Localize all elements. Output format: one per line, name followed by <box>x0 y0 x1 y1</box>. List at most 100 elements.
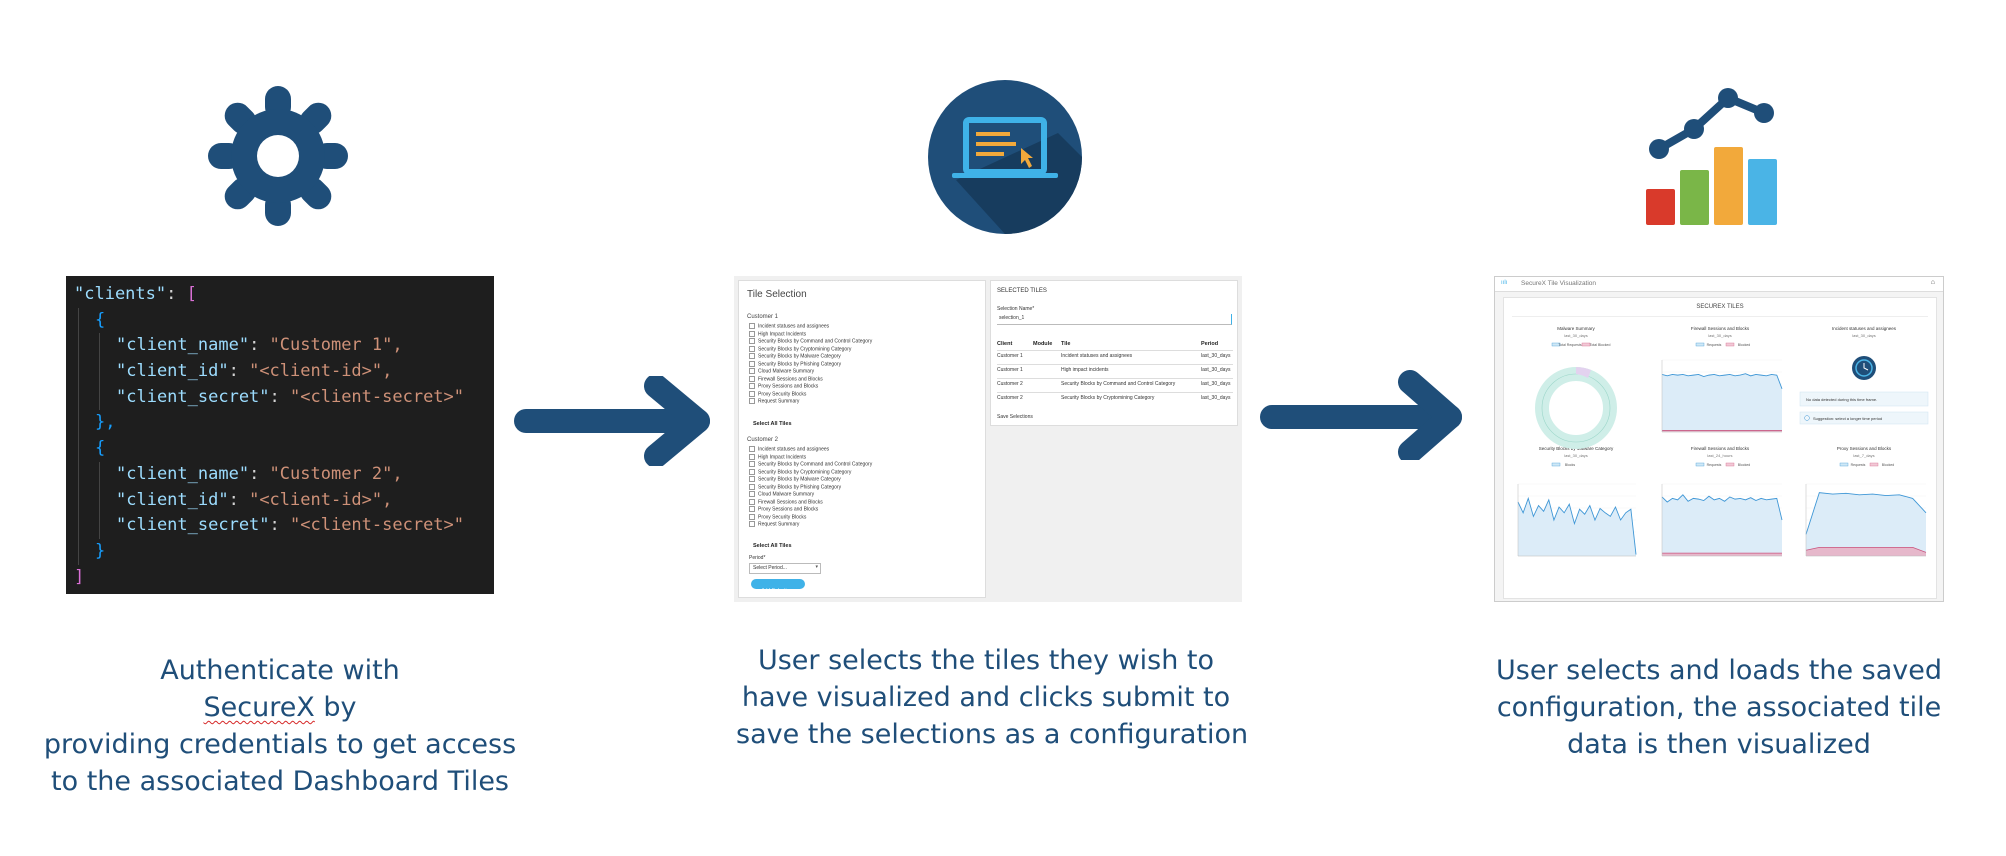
cisco-logo-icon: ıılı <box>1501 280 1508 286</box>
checkbox[interactable] <box>749 461 755 468</box>
code-line: "client_secret": "<client-secret>" <box>74 384 494 411</box>
json-key: "client_id" <box>116 489 229 510</box>
checkbox[interactable] <box>749 506 755 513</box>
checkbox[interactable] <box>749 446 755 452</box>
legend-swatch <box>1551 462 1561 467</box>
checkbox[interactable] <box>749 521 755 528</box>
tile-label: Incident statuses and assignees <box>758 323 830 330</box>
chart-subtitle: last_30_days <box>1852 333 1876 338</box>
series-area <box>1662 494 1782 556</box>
tile-checkbox-item[interactable]: Incident statuses and assignees <box>749 323 872 331</box>
checkbox[interactable] <box>749 368 755 375</box>
legend-label: Blocked <box>1738 463 1751 467</box>
series-area <box>1806 547 1926 556</box>
checkbox[interactable] <box>749 513 755 520</box>
selection-name-input[interactable]: selection_1 <box>997 314 1232 325</box>
tile-checkbox-item[interactable]: Security Blocks by Command and Control C… <box>749 461 872 469</box>
button-label: Add Selections <box>761 588 795 594</box>
checkbox[interactable] <box>749 468 755 475</box>
code-line: { <box>74 307 494 334</box>
home-icon[interactable]: ⌂ <box>1930 279 1935 286</box>
tile-label: Security Blocks by Phishing Category <box>758 483 842 490</box>
checkbox[interactable] <box>749 345 755 352</box>
checkbox[interactable] <box>749 483 755 490</box>
checkbox[interactable] <box>749 398 755 405</box>
checkbox[interactable] <box>749 383 755 390</box>
tile-checkbox-item[interactable]: High Impact Incidents <box>749 330 872 339</box>
chart-subtitle: last_7_days <box>1853 453 1874 458</box>
json-bracket: ] <box>74 566 85 587</box>
series-line <box>1805 492 1927 535</box>
tile-checkbox-item[interactable]: Proxy Security Blocks <box>749 390 872 399</box>
checkbox[interactable] <box>749 323 755 329</box>
checkbox[interactable] <box>749 375 755 382</box>
arrow-right-icon <box>514 376 710 466</box>
tile-checkbox-item[interactable]: Incident statuses and assignees <box>749 446 872 454</box>
clock-refresh-icon-ring <box>1855 359 1873 377</box>
json-value: "Customer 2", <box>269 463 403 484</box>
checkbox[interactable] <box>749 491 755 498</box>
tile-checkbox-item[interactable]: Request Summary <box>749 398 872 406</box>
tile-checkbox-item[interactable]: Security Blocks by Phishing Category <box>749 360 872 369</box>
tile-checkbox-item[interactable]: Firewall Sessions and Blocks <box>749 375 872 384</box>
select-all[interactable]: Select All Tiles <box>753 421 792 427</box>
tile-label: Cloud Malware Summary <box>758 368 815 375</box>
tile-label: Security Blocks by Phishing Category <box>758 360 842 367</box>
indent-guide <box>78 410 79 437</box>
caption-text: by <box>314 692 357 723</box>
checkbox[interactable] <box>749 453 755 460</box>
tile-selection-panel: Tile Selection Customer 1 Incident statu… <box>738 280 986 598</box>
donut-slice <box>1576 367 1591 378</box>
checkbox[interactable] <box>749 390 755 397</box>
info-icon <box>1804 415 1810 421</box>
tile-checkbox-item[interactable]: Cloud Malware Summary <box>749 491 872 499</box>
no-data-alert <box>1799 391 1929 407</box>
table-cell: Customer 2 <box>997 395 1023 401</box>
tile-label: Incident statuses and assignees <box>758 446 830 453</box>
checkbox[interactable] <box>749 360 755 367</box>
table-cell: last_30_days <box>1201 381 1231 387</box>
chart-subtitle: last_30_days <box>1564 333 1588 338</box>
code-line: { <box>74 436 494 462</box>
tile-checkbox-item[interactable]: Security Blocks by Malware Category <box>749 353 872 361</box>
chart-subtitle: last_30_days <box>1708 333 1732 338</box>
tile-checkbox-item[interactable]: High Impact Incidents <box>749 453 872 462</box>
chart-title: Malware Summary <box>1557 326 1595 331</box>
tile-checkbox-item[interactable]: Firewall Sessions and Blocks <box>749 498 872 507</box>
chart-subtitle: last_24_hours <box>1707 453 1732 458</box>
code-line: "client_secret": "<client-secret>" <box>74 513 494 539</box>
checkbox[interactable] <box>749 476 755 483</box>
save-selections-link[interactable]: Save Selections <box>997 414 1033 420</box>
checkbox[interactable] <box>749 338 755 345</box>
tile-checkbox-item[interactable]: Security Blocks by Command and Control C… <box>749 338 872 346</box>
step-1-caption: Authenticate with SecureX by providing c… <box>40 652 520 800</box>
json-separator: : <box>249 463 270 484</box>
table-cell: Customer 1 <box>997 367 1023 373</box>
tile-checkbox-item[interactable]: Proxy Security Blocks <box>749 513 872 522</box>
json-separator: : <box>228 361 250 382</box>
legend-swatch <box>1725 342 1735 347</box>
checkbox[interactable] <box>749 353 755 360</box>
add-selections-button[interactable]: Add Selections <box>751 579 805 594</box>
legend-label: Blocked <box>1738 343 1751 347</box>
table-header: Period <box>1201 341 1219 347</box>
tile-checkbox-item[interactable]: Security Blocks by Malware Category <box>749 476 872 484</box>
period-select[interactable]: Select Period... ▾ <box>749 563 821 574</box>
input-value: selection_1 <box>999 315 1025 321</box>
tile-checkbox-item[interactable]: Proxy Sessions and Blocks <box>749 383 872 391</box>
tile-checkbox-item[interactable]: Request Summary <box>749 521 872 529</box>
indent-guide <box>78 513 79 539</box>
tile-checkbox-item[interactable]: Security Blocks by Cryptomining Category <box>749 468 872 477</box>
table-row <box>997 392 1233 393</box>
tile-checkbox-item[interactable]: Security Blocks by Cryptomining Category <box>749 345 872 354</box>
caption-text: data is then visualized <box>1567 729 1871 760</box>
tile-checkbox-item[interactable]: Cloud Malware Summary <box>749 368 872 376</box>
checkbox[interactable] <box>749 330 755 337</box>
json-value: "<client-secret>" <box>290 515 465 536</box>
checkbox[interactable] <box>749 498 755 505</box>
panel-title: Tile Selection <box>747 289 807 300</box>
tile-checkbox-item[interactable]: Proxy Sessions and Blocks <box>749 506 872 514</box>
select-all[interactable]: Select All Tiles <box>753 543 792 549</box>
tile-checkbox-item[interactable]: Security Blocks by Phishing Category <box>749 483 872 492</box>
